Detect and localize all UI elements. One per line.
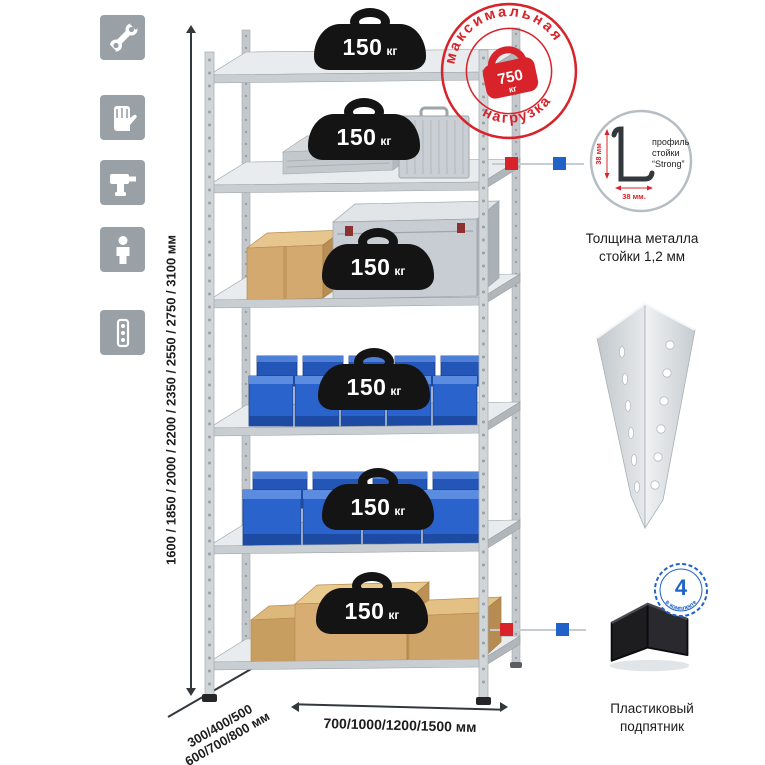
profile-label: профиль стойки “Strong”	[652, 137, 690, 169]
tile-strip	[100, 310, 145, 355]
badge-unit: кг	[386, 43, 398, 58]
tile-gloves	[100, 95, 145, 140]
front-upright-posts	[202, 49, 491, 705]
foot-caption-line2: подпятник	[619, 718, 685, 734]
badge-unit: кг	[388, 607, 400, 622]
height-dimension-line	[190, 32, 192, 688]
badge-unit: кг	[380, 133, 392, 148]
stamp-weight-value: 750	[496, 67, 524, 89]
red-marker-top	[505, 157, 518, 170]
profile-caption-line1: Толщина металла	[585, 231, 699, 246]
width-arrow-right	[500, 702, 508, 712]
blue-marker-top	[553, 157, 566, 170]
stamp-arc-top-text: максимальная	[433, 0, 567, 69]
perforated-strip-icon	[116, 318, 129, 347]
profile-dim-horizontal-label: 38 мм.	[622, 192, 646, 201]
badge-value: 150	[346, 373, 387, 400]
drill-icon	[109, 173, 136, 196]
profile-dim-vertical-label: 38 мм	[594, 143, 603, 165]
badge-unit: кг	[394, 503, 406, 518]
profile-label-line3: “Strong”	[652, 159, 685, 169]
gloves-icon	[113, 105, 137, 131]
post-left-face	[596, 303, 646, 529]
angle-post-graphic	[596, 302, 696, 530]
width-dimensions-label: 700/1000/1200/1500 мм	[323, 714, 477, 736]
badge-value: 150	[342, 33, 383, 60]
profile-dimension-horizontal: 38 мм.	[615, 185, 653, 201]
stamp-arc-top: максимальная	[433, 0, 567, 69]
blue-marker-bottom	[556, 623, 569, 636]
badge-count: 4	[675, 575, 688, 600]
post-slot-holes	[619, 346, 641, 493]
max-load-stamp: максимальная нагрузка 750 кг	[433, 0, 578, 140]
foot-caption-line1: Пластиковый	[610, 701, 694, 716]
profile-dimension-vertical: 38 мм	[594, 129, 610, 179]
height-arrow-up	[186, 25, 196, 33]
width-arrow-left	[291, 702, 299, 712]
stamp-weight-unit: кг	[508, 83, 518, 95]
height-arrow-down	[186, 688, 196, 696]
shelf-front-edge	[208, 273, 521, 309]
badge-value: 150	[350, 493, 391, 520]
badge-value: 150	[336, 123, 377, 150]
badge-value: 150	[350, 253, 391, 280]
wrench-icon	[105, 19, 140, 55]
tile-drill	[100, 160, 145, 205]
person-icon	[116, 235, 129, 264]
red-marker-bottom	[500, 623, 513, 636]
badge-value: 150	[344, 597, 385, 624]
profile-caption: Толщина металла стойки 1,2 мм	[557, 230, 727, 265]
stamp-weight-icon	[482, 46, 539, 99]
included-count-badge: 4 в комплекте	[654, 563, 708, 617]
foot-caption: Пластиковый подпятник	[567, 700, 737, 735]
height-dimensions-label: 1600 / 1850 / 2000 / 2200 / 2350 / 2550 …	[163, 234, 179, 566]
profile-label-line1: профиль	[652, 137, 690, 147]
badge-unit: кг	[390, 383, 402, 398]
badge-unit: кг	[394, 263, 406, 278]
profile-caption-line2: стойки 1,2 мм	[598, 248, 686, 264]
callout-line-bottom	[490, 629, 586, 631]
callout-line-top	[492, 163, 584, 165]
post-right-face	[644, 303, 696, 530]
post-round-holes	[650, 340, 675, 490]
profile-detail-circle: 38 мм 38 мм. профиль стойки “Strong”	[589, 109, 693, 213]
tile-person	[100, 227, 145, 272]
tile-wrench	[100, 15, 145, 60]
profile-cross-section	[611, 126, 655, 182]
profile-label-line2: стойки	[652, 148, 680, 158]
